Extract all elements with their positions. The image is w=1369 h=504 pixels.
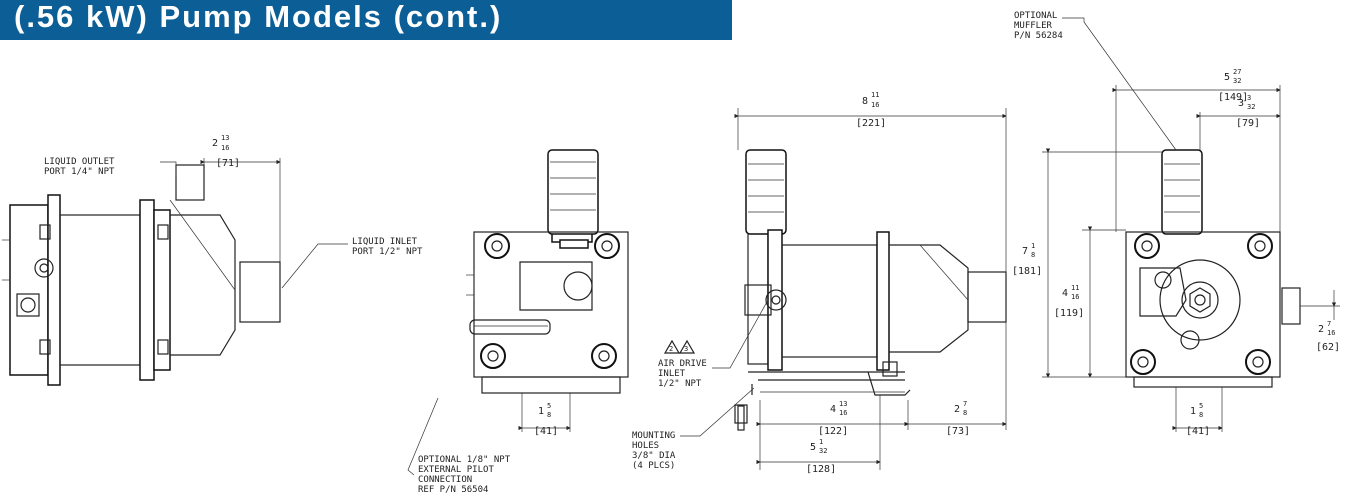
end-view: [466, 149, 629, 394]
dim-frac: 5: [547, 402, 551, 410]
dim-metric: [149]: [1218, 92, 1248, 103]
dim-frac: 11: [871, 91, 879, 99]
dim-frac: 1: [819, 438, 823, 446]
dim-frac: 1: [1031, 242, 1035, 250]
dim-frac: 32: [1233, 77, 1241, 85]
pilot-label: CONNECTION: [418, 475, 472, 485]
note-number: 3: [684, 345, 688, 353]
mounting-label: (4 PLCS): [632, 461, 675, 471]
air-drive-label: AIR DRIVE: [658, 359, 707, 369]
dim-frac: 11: [1071, 284, 1079, 292]
dim-frac: 16: [871, 101, 879, 109]
mounting-label: HOLES: [632, 441, 659, 451]
dim-label: 1: [1190, 406, 1196, 417]
dim-label: 8: [862, 96, 868, 107]
dim-label: 3: [1238, 98, 1244, 109]
pilot-label: EXTERNAL PILOT: [418, 465, 494, 475]
muffler-label: P/N 56284: [1014, 31, 1063, 41]
dim-frac: 8: [1199, 411, 1203, 419]
liquid-inlet-label: PORT 1/2" NPT: [352, 247, 423, 257]
dim-metric: [119]: [1054, 308, 1084, 319]
liquid-inlet-label: LIQUID INLET: [352, 237, 418, 247]
dim-frac: 16: [1327, 329, 1335, 337]
dim-label: 5: [1224, 72, 1230, 83]
dim-frac: 16: [221, 144, 229, 152]
dim-frac: 13: [221, 134, 229, 142]
dim-frac: 32: [1247, 103, 1255, 111]
dim-label: 7: [1022, 246, 1028, 257]
pilot-label: OPTIONAL 1/8" NPT: [418, 455, 511, 465]
dim-metric: [181]: [1012, 266, 1042, 277]
dim-metric: [62]: [1316, 342, 1340, 353]
dim-metric: [122]: [818, 426, 848, 437]
dim-frac: 8: [547, 411, 551, 419]
dim-metric: [221]: [856, 118, 886, 129]
dim-frac: 7: [963, 400, 967, 408]
dim-metric: [128]: [806, 464, 836, 475]
dim-label: 2: [212, 138, 218, 149]
side-view-2: [734, 149, 1007, 431]
muffler-label: OPTIONAL: [1014, 11, 1057, 21]
side-view: [2, 164, 281, 386]
dim-frac: 32: [819, 447, 827, 455]
dim-metric: [41]: [1186, 426, 1210, 437]
dim-frac: 13: [839, 400, 847, 408]
mounting-label: 3/8" DIA: [632, 451, 676, 461]
dim-frac: 16: [1071, 293, 1079, 301]
dim-metric: [41]: [534, 426, 558, 437]
dim-frac: 16: [839, 409, 847, 417]
dim-frac: 27: [1233, 68, 1241, 76]
dim-frac: 8: [963, 409, 967, 417]
dim-frac: 7: [1327, 320, 1331, 328]
dim-frac: 5: [1199, 402, 1203, 410]
dim-metric: [79]: [1236, 118, 1260, 129]
dim-label: 4: [830, 404, 836, 415]
dim-frac: 3: [1247, 94, 1251, 102]
dim-label: 2: [1318, 324, 1324, 335]
note-triangles: 2 3: [663, 339, 696, 354]
dim-label: 5: [810, 442, 816, 453]
liquid-outlet-label: PORT 1/4" NPT: [44, 167, 115, 177]
air-drive-label: 1/2" NPT: [658, 379, 702, 389]
note-number: 2: [669, 345, 673, 353]
dim-label: 2: [954, 404, 960, 415]
dim-metric: [73]: [946, 426, 970, 437]
dim-label: 4: [1062, 288, 1068, 299]
pilot-label: REF P/N 56504: [418, 485, 488, 495]
air-drive-label: INLET: [658, 369, 686, 379]
muffler-label: MUFFLER: [1014, 21, 1053, 31]
dim-label: 1: [538, 406, 544, 417]
dim-metric: [71]: [216, 158, 240, 169]
liquid-outlet-label: LIQUID OUTLET: [44, 157, 115, 167]
mounting-label: MOUNTING: [632, 431, 675, 441]
page-title: (.56 kW) Pump Models (cont.): [0, 0, 732, 40]
end-view-2: [1125, 149, 1301, 388]
dim-frac: 8: [1031, 251, 1035, 259]
